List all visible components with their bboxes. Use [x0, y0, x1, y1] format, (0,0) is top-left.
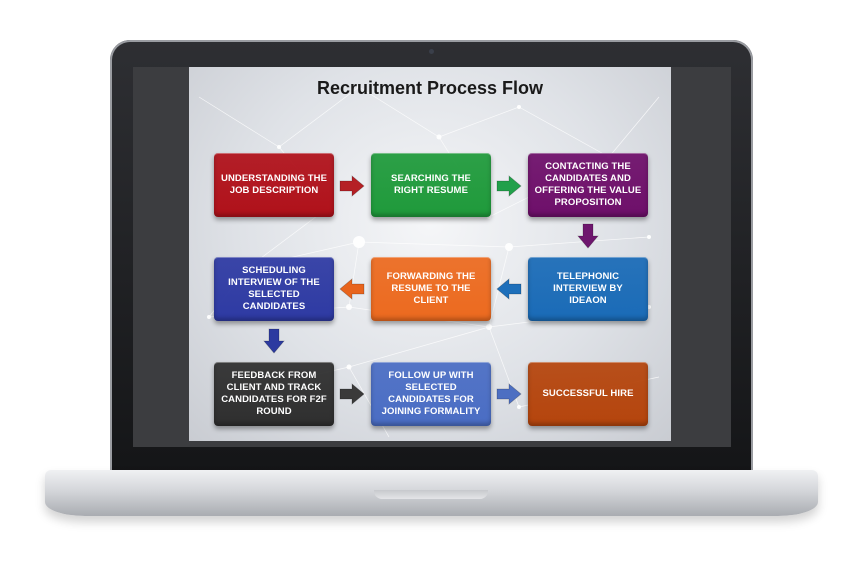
laptop-opening-notch	[374, 490, 488, 499]
arrow-right-icon	[339, 175, 365, 197]
arrow-down-icon	[263, 328, 285, 354]
step-label: FEEDBACK FROM CLIENT AND TRACK CANDIDATE…	[221, 370, 327, 417]
flow-slide: Recruitment Process Flow UNDERSTANDING T…	[189, 67, 671, 441]
step-understanding: UNDERSTANDING THE JOB DESCRIPTION	[214, 153, 334, 217]
webcam-icon	[429, 49, 434, 54]
step-label: SUCCESSFUL HIRE	[542, 388, 634, 399]
laptop-screen: Recruitment Process Flow UNDERSTANDING T…	[133, 67, 731, 447]
step-label: CONTACTING THE CANDIDATES AND OFFERING T…	[534, 161, 642, 208]
arrow-right-icon	[496, 383, 522, 405]
step-contacting: CONTACTING THE CANDIDATES AND OFFERING T…	[528, 153, 648, 217]
arrow-down-icon	[577, 223, 599, 249]
arrow-right-icon	[496, 175, 522, 197]
step-forwarding: FORWARDING THE RESUME TO THE CLIENT	[371, 257, 491, 321]
step-label: TELEPHONIC INTERVIEW BY IDEAON	[553, 271, 623, 306]
step-label: FORWARDING THE RESUME TO THE CLIENT	[386, 271, 476, 306]
step-successful-hire: SUCCESSFUL HIRE	[528, 362, 648, 426]
slide-title: Recruitment Process Flow	[316, 78, 544, 98]
step-followup: FOLLOW UP WITH SELECTED CANDIDATES FOR J…	[371, 362, 491, 426]
arrow-right-icon	[339, 383, 365, 405]
step-searching: SEARCHING THE RIGHT RESUME	[371, 153, 491, 217]
step-label: UNDERSTANDING THE JOB DESCRIPTION	[220, 173, 328, 196]
arrow-left-icon	[496, 278, 522, 300]
arrow-left-icon	[339, 278, 365, 300]
step-scheduling: SCHEDULING INTERVIEW OF THE SELECTED CAN…	[214, 257, 334, 321]
step-label: SEARCHING THE RIGHT RESUME	[391, 173, 471, 196]
step-feedback: FEEDBACK FROM CLIENT AND TRACK CANDIDATE…	[214, 362, 334, 426]
step-label: SCHEDULING INTERVIEW OF THE SELECTED CAN…	[228, 265, 320, 312]
step-label: FOLLOW UP WITH SELECTED CANDIDATES FOR J…	[381, 370, 481, 417]
step-telephonic: TELEPHONIC INTERVIEW BY IDEAON	[528, 257, 648, 321]
